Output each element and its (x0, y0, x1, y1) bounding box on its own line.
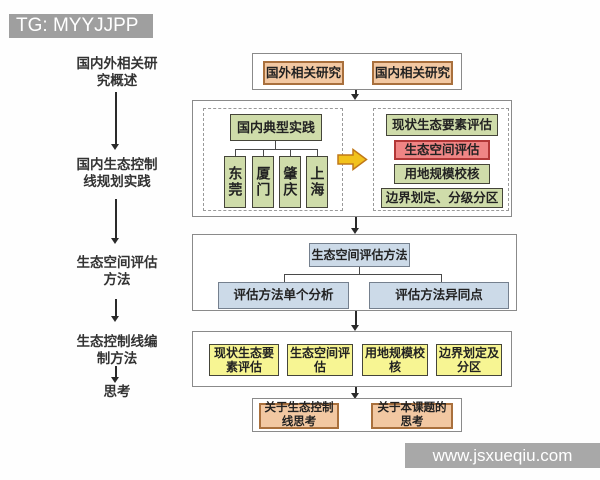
overview-section: 国外相关研究 国内相关研究 (252, 53, 462, 90)
outline-arrow-4 (112, 366, 119, 383)
compilation-box-status-assessment: 现状生态要素评估 (209, 344, 279, 376)
city-box-dongguan: 东莞 (224, 156, 246, 208)
outline-arrow-2 (112, 199, 119, 244)
site-watermark-text: www.jsxueqiu.com (432, 445, 573, 465)
site-watermark-banner: www.jsxueqiu.com (405, 443, 600, 468)
connector-line (275, 141, 276, 149)
outline-label-compilation: 生态控制线编制方法 (76, 334, 158, 366)
tg-watermark-text: TG: MYYJJPP (16, 15, 139, 36)
flow-arrow-4-5 (352, 387, 359, 399)
connector-line (235, 149, 236, 156)
practice-section: 国内典型实践 东莞 厦门 肇庆 上海 现状生态要素评估 生态空间评估 用地规模校… (192, 100, 512, 217)
compilation-box-land-check: 用地规模校核 (362, 344, 428, 376)
typical-practice-group: 国内典型实践 东莞 厦门 肇庆 上海 (203, 108, 343, 211)
evaluation-section: 生态空间评估方法 评估方法单个分析 评估方法异同点 (192, 234, 517, 311)
compilation-section: 现状生态要素评估 生态空间评估 用地规模校核 边界划定及分区 (192, 331, 512, 387)
reflection-box-control-line: 关于生态控制线思考 (259, 402, 339, 429)
outline-arrow-3 (112, 299, 119, 322)
compilation-box-space-assessment: 生态空间评估 (287, 344, 353, 376)
outline-label-reflection: 思考 (103, 384, 131, 399)
city-box-zhaoqing: 肇庆 (279, 156, 301, 208)
typical-practice-header-box: 国内典型实践 (230, 114, 322, 141)
connector-line (290, 149, 291, 156)
method-steps-group: 现状生态要素评估 生态空间评估 用地规模校核 边界划定、分级分区 (373, 108, 509, 211)
connector-line (359, 267, 360, 274)
city-box-shanghai: 上海 (306, 156, 328, 208)
foreign-research-box: 国外相关研究 (263, 61, 344, 85)
connector-line (317, 149, 318, 156)
connector-line (284, 274, 441, 275)
evaluation-header-box: 生态空间评估方法 (309, 243, 410, 267)
reflection-section: 关于生态控制线思考 关于本课题的思考 (252, 398, 462, 432)
step-box-space-assessment: 生态空间评估 (394, 140, 490, 160)
step-box-land-check: 用地规模校核 (394, 164, 490, 184)
city-box-xiamen: 厦门 (252, 156, 274, 208)
flow-arrow-1-2 (352, 90, 359, 100)
step-box-boundary-zoning: 边界划定、分级分区 (381, 188, 503, 208)
evaluation-box-similarities: 评估方法异同点 (369, 282, 509, 309)
outline-label-practice: 国内生态控制线规划实践 (76, 157, 158, 189)
outline-label-evaluation: 生态空间评估方法 (76, 255, 158, 287)
evaluation-box-single-analysis: 评估方法单个分析 (218, 282, 349, 309)
connector-line (263, 149, 264, 156)
outline-label-overview: 国内外相关研究概述 (76, 56, 158, 88)
connector-line (235, 149, 318, 150)
connector-line (441, 274, 442, 282)
flow-arrow-2-3 (352, 217, 359, 234)
compilation-box-boundary-zoning: 边界划定及分区 (436, 344, 502, 376)
reflection-box-topic: 关于本课题的思考 (371, 402, 453, 429)
flow-arrow-3-4 (352, 311, 359, 331)
domestic-research-box: 国内相关研究 (372, 61, 453, 85)
step-box-status-assessment: 现状生态要素评估 (386, 114, 498, 136)
tg-watermark-banner: TG: MYYJJPP (9, 14, 153, 38)
outline-arrow-1 (112, 92, 119, 150)
gold-right-arrow-icon (337, 148, 368, 171)
connector-line (284, 274, 285, 282)
